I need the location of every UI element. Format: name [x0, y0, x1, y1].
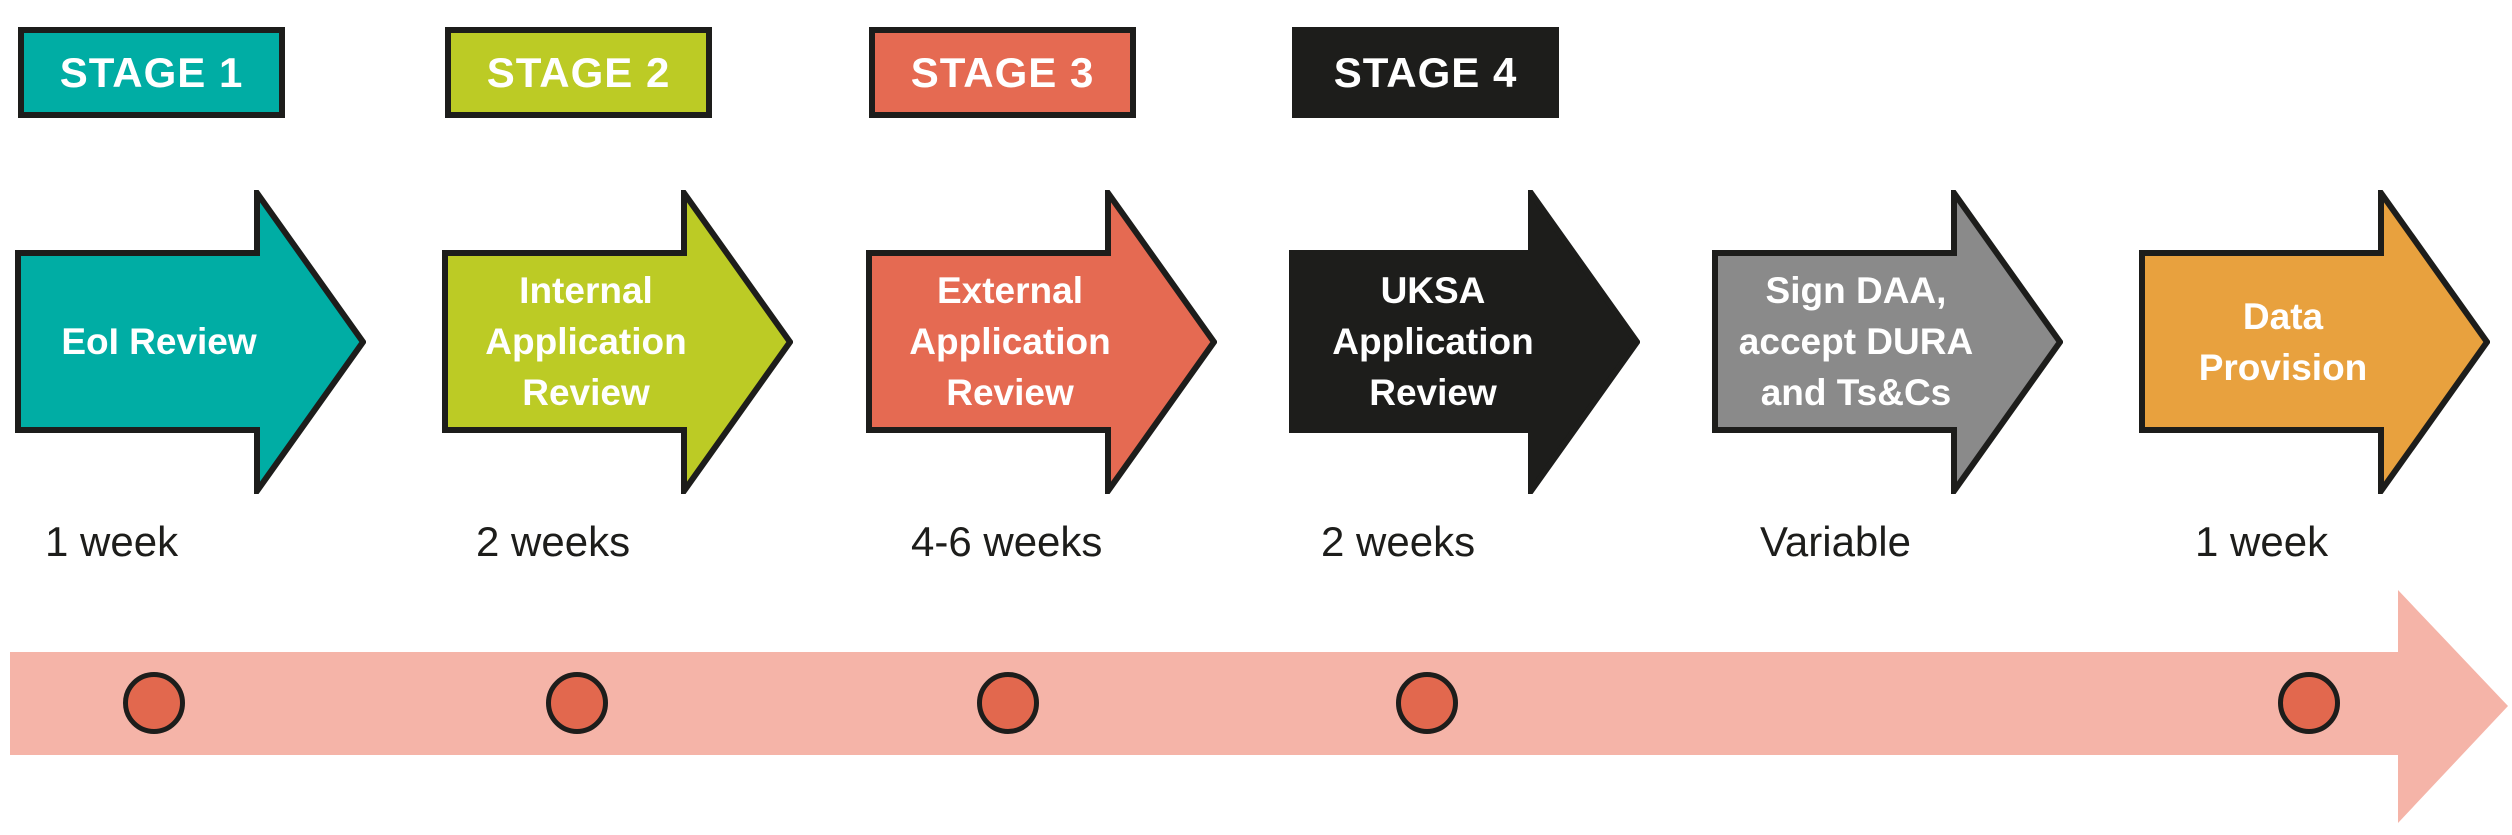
right-arrow-shape — [866, 190, 1217, 494]
timeline-marker-4 — [1396, 672, 1458, 734]
right-arrow-shape — [2139, 190, 2490, 494]
duration-step-6: 1 week — [2195, 518, 2329, 565]
step-arrow-sign-daa — [1712, 190, 2063, 494]
step-label-external-application-review: External Application Review — [909, 270, 1111, 413]
step-arrow-eoi-review — [15, 190, 366, 494]
timeline-marker-2 — [546, 672, 608, 734]
right-arrow-shape — [15, 190, 366, 494]
step-arrow-external-application-review — [866, 190, 1217, 494]
timeline-marker-5 — [2278, 672, 2340, 734]
stage-3-box: STAGE 3 — [869, 27, 1136, 118]
step-arrow-internal-application-review — [442, 190, 793, 494]
timeline-arrow-shape — [10, 590, 2508, 823]
timeline-marker-3 — [977, 672, 1039, 734]
right-arrow-shape — [1712, 190, 2063, 494]
duration-step-5: Variable — [1760, 518, 1911, 565]
duration-step-4: 2 weeks — [1321, 518, 1476, 565]
right-arrow-shape — [442, 190, 793, 494]
right-arrow-shape — [1289, 190, 1640, 494]
duration-step-3: 4-6 weeks — [911, 518, 1103, 565]
stage-4-box: STAGE 4 — [1292, 27, 1559, 118]
timeline-marker-1 — [123, 672, 185, 734]
step-label-data-provision: Data Provision — [2198, 295, 2368, 388]
stage-2-box: STAGE 2 — [445, 27, 712, 118]
timeline-arrow — [10, 590, 2508, 823]
step-arrow-uksa-application-review — [1289, 190, 1640, 494]
step-label-uksa-application-review: UKSA Application Review — [1332, 270, 1534, 413]
duration-step-2: 2 weeks — [476, 518, 631, 565]
step-label-eoi-review: EoI Review — [61, 321, 257, 362]
step-label-sign-daa: Sign DAA, accept DURA and Ts&Cs — [1738, 270, 1974, 413]
step-label-internal-application-review: Internal Application Review — [485, 270, 687, 413]
step-arrow-data-provision — [2139, 190, 2490, 494]
duration-step-1: 1 week — [45, 518, 179, 565]
stage-1-box: STAGE 1 — [18, 27, 285, 118]
